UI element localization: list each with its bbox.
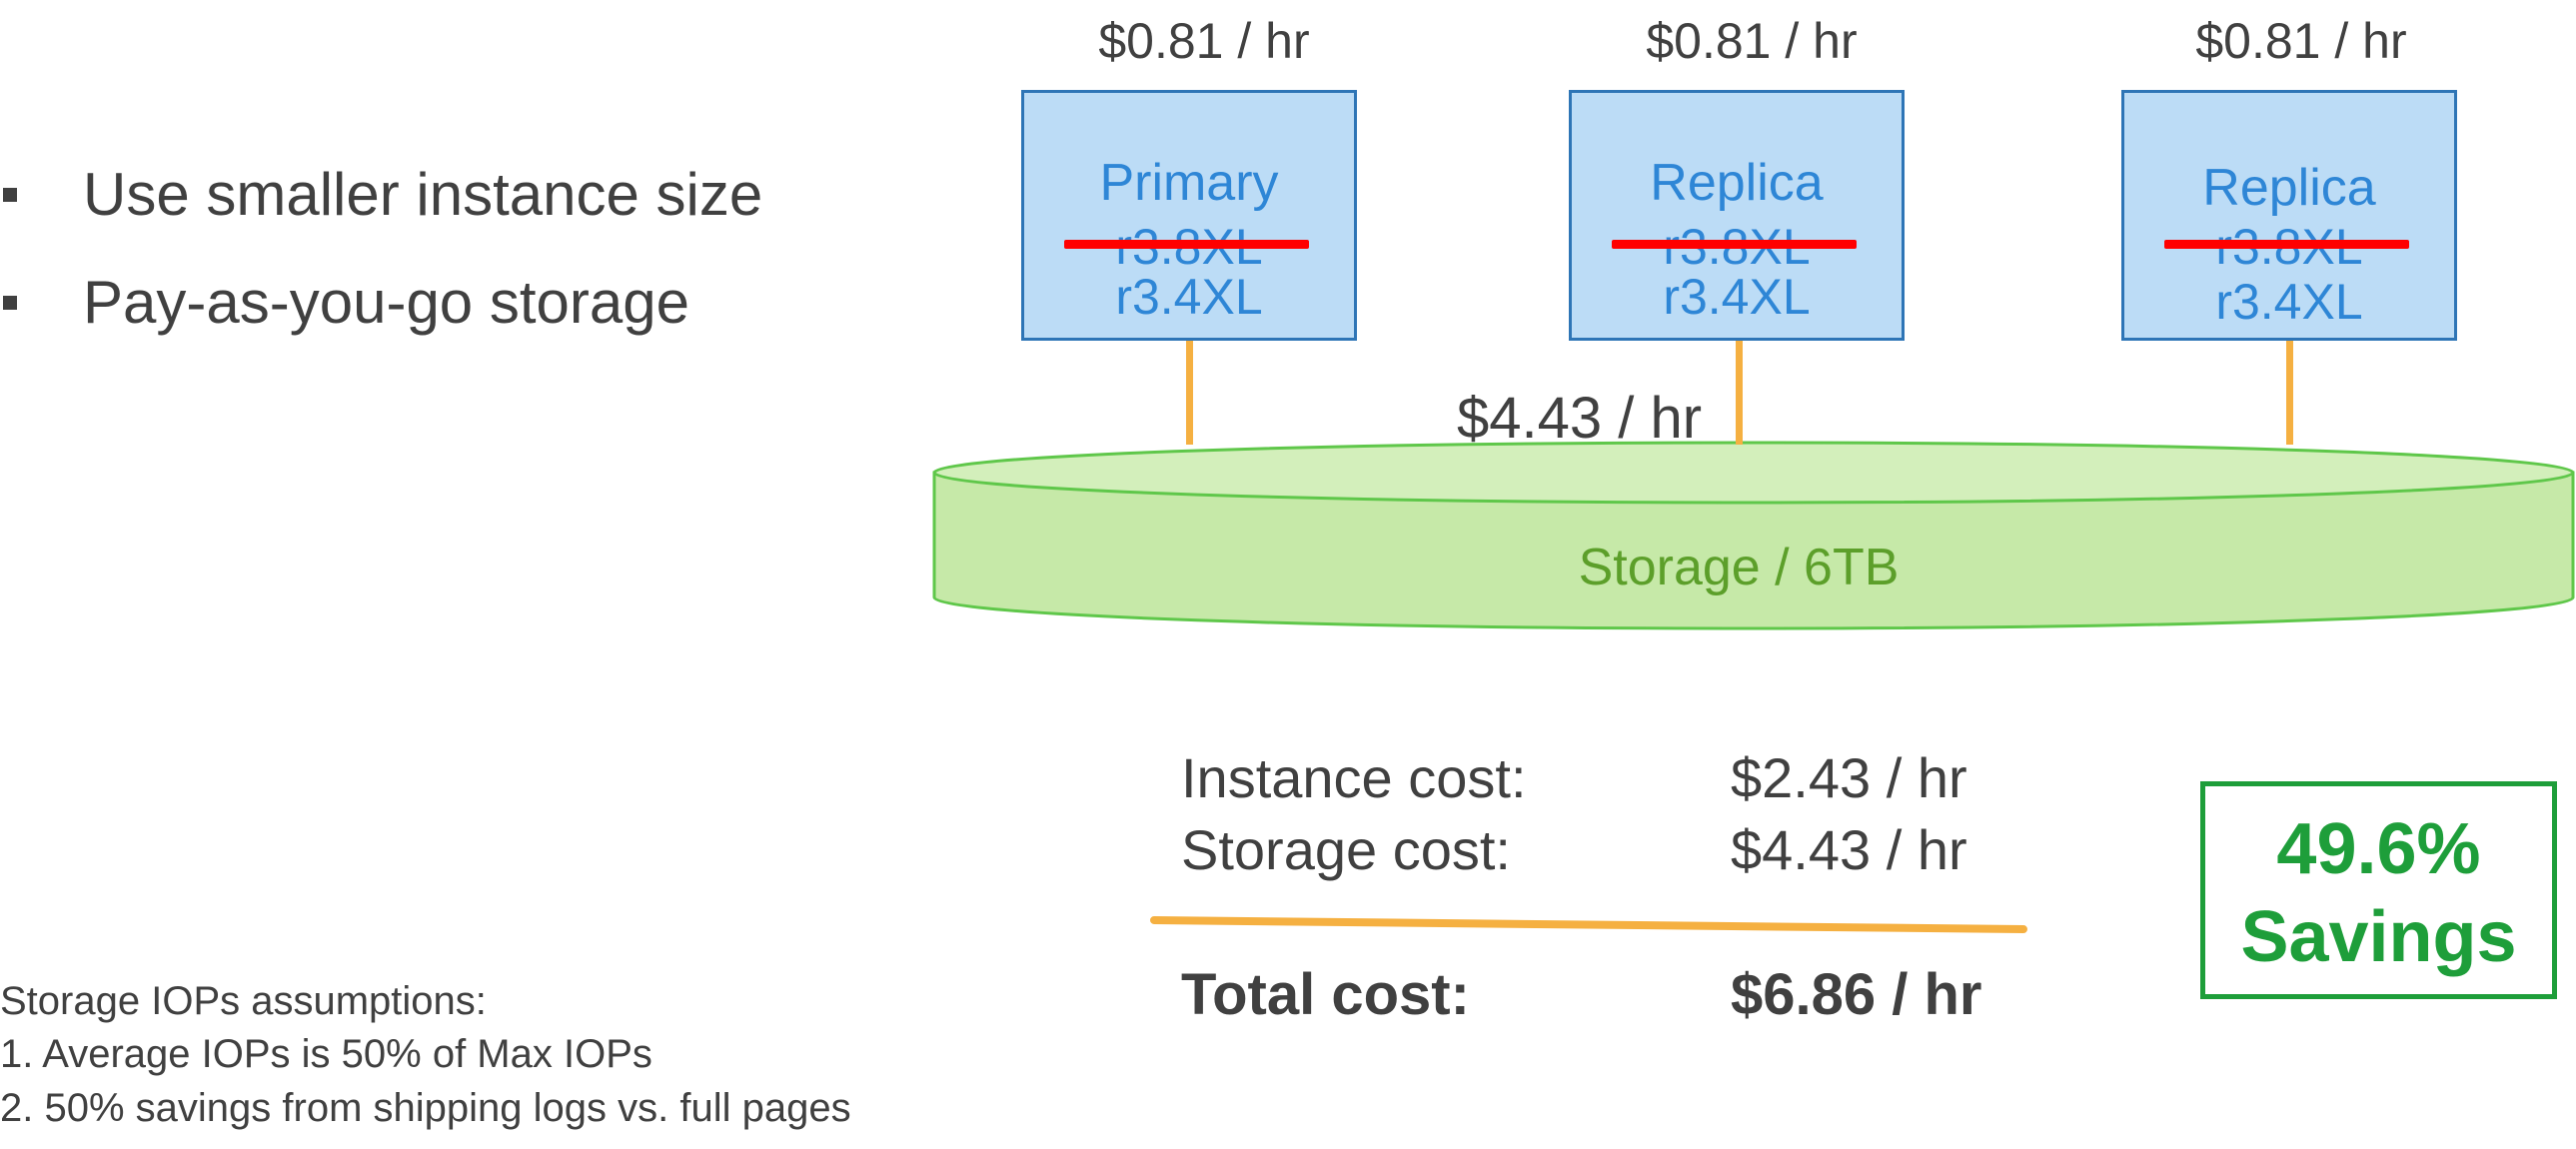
instance-role: Replica xyxy=(2202,159,2376,217)
notes-heading: Storage IOPs assumptions: xyxy=(0,979,487,1023)
total-divider-line xyxy=(1150,916,2027,933)
bullet-text: Pay-as-you-go storage xyxy=(83,269,689,336)
storage-cost-value: $4.43 / hr xyxy=(1731,818,1967,881)
instance-price: $0.81 / hr xyxy=(2195,13,2407,69)
bullet-item: Pay-as-you-go storage xyxy=(0,268,689,337)
storage-cylinder-body xyxy=(932,471,2575,630)
notes-item: 1. Average IOPs is 50% of Max IOPs xyxy=(0,1032,652,1076)
instance-box-replica: Replica r3.8XL r3.4XL xyxy=(2121,90,2457,341)
savings-label: Savings xyxy=(2240,897,2517,977)
instance-price: $0.81 / hr xyxy=(1646,13,1858,69)
instance-cost-value: $2.43 / hr xyxy=(1731,746,1967,809)
instance-new-type: r3.4XL xyxy=(1663,269,1811,325)
instance-cost-label: Instance cost: xyxy=(1181,746,1527,809)
connector-line xyxy=(2286,341,2293,445)
instance-box-primary: Primary r3.8XL r3.4XL xyxy=(1021,90,1357,341)
connector-line xyxy=(1736,341,1743,445)
connector-line xyxy=(1186,341,1193,445)
instance-role: Primary xyxy=(1099,154,1279,212)
savings-box: 49.6% Savings xyxy=(2200,781,2557,999)
total-cost-label: Total cost: xyxy=(1181,962,1470,1027)
strike-through-line xyxy=(2164,240,2409,249)
instance-role: Replica xyxy=(1650,154,1824,212)
savings-percent: 49.6% xyxy=(2276,809,2481,889)
storage-cylinder-top xyxy=(932,441,2575,505)
bullet-marker xyxy=(3,295,17,310)
instance-price: $0.81 / hr xyxy=(1098,13,1310,69)
strike-through-line xyxy=(1064,240,1309,249)
storage-label: Storage / 6TB xyxy=(1578,539,1900,596)
bullet-item: Use smaller instance size xyxy=(0,160,762,229)
bullet-text: Use smaller instance size xyxy=(83,161,763,228)
storage-price: $4.43 / hr xyxy=(1457,386,1703,451)
instance-box-replica: Replica r3.8XL r3.4XL xyxy=(1569,90,1905,341)
total-cost-value: $6.86 / hr xyxy=(1731,962,1982,1027)
storage-cost-label: Storage cost: xyxy=(1181,818,1511,881)
instance-new-type: r3.4XL xyxy=(2215,274,2363,330)
strike-through-line xyxy=(1612,240,1857,249)
instance-new-type: r3.4XL xyxy=(1115,269,1263,325)
bullet-marker xyxy=(3,187,17,202)
notes-item: 2. 50% savings from shipping logs vs. fu… xyxy=(0,1086,851,1130)
